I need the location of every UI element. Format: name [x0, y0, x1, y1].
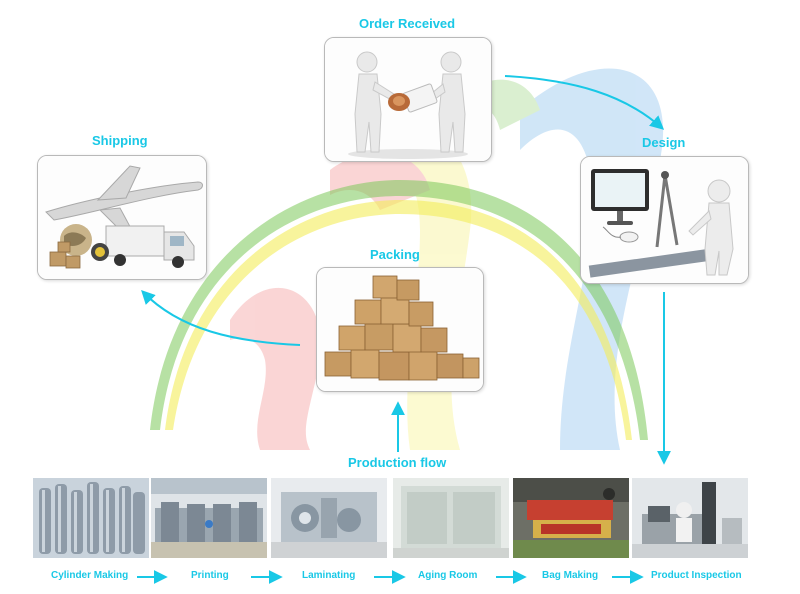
packing-label: Packing	[370, 247, 420, 262]
cylinder-making-photo	[33, 478, 149, 558]
order-received-label: Order Received	[359, 16, 456, 31]
laminating-photo	[271, 478, 387, 558]
shipping-label: Shipping	[92, 133, 148, 148]
arrow-order-to-design	[504, 75, 665, 130]
step-printing: Printing	[191, 570, 229, 581]
product-inspection-photo	[632, 478, 748, 558]
arrow-packing-to-shipping	[141, 289, 301, 346]
design-label: Design	[642, 135, 686, 150]
production-flow-label: Production flow	[348, 455, 447, 470]
logo-red-swoosh	[230, 287, 322, 450]
aging-room-photo	[393, 478, 509, 558]
step-cylinder-making: Cylinder Making	[51, 570, 129, 581]
design-image	[580, 156, 749, 284]
step-laminating: Laminating	[302, 570, 356, 581]
step-aging-room: Aging Room	[418, 570, 478, 581]
step-bag-making: Bag Making	[542, 570, 599, 581]
packing-image	[316, 267, 484, 392]
bag-making-photo	[513, 478, 629, 558]
step-product-inspection: Product Inspection	[651, 570, 742, 581]
shipping-image	[37, 155, 207, 280]
order-received-image	[324, 37, 492, 162]
printing-photo	[151, 478, 267, 558]
